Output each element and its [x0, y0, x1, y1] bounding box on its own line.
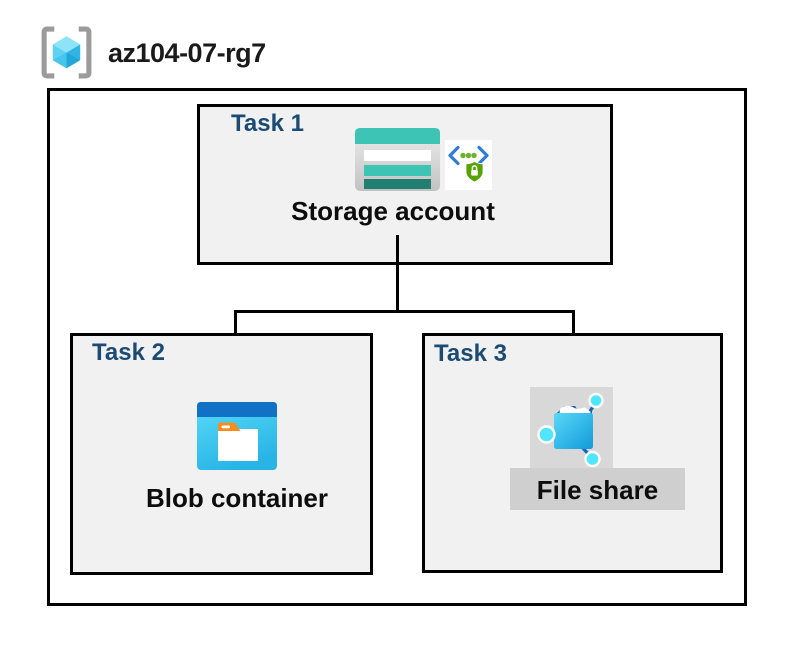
task2-label: Task 2 — [92, 339, 165, 366]
file-share-label-bar — [510, 468, 685, 510]
storage-account-caption: Storage account — [291, 196, 495, 226]
storage-account-icon — [355, 128, 440, 191]
resource-group-title: az104-07-rg7 — [108, 38, 266, 68]
blob-container-caption: Blob container — [145, 483, 328, 513]
file-share-icon — [537, 392, 604, 468]
connector-horizontal — [234, 310, 575, 313]
resource-group-icon — [41, 26, 92, 79]
sas-security-icon — [445, 140, 492, 190]
connector-storage-stem — [396, 235, 399, 313]
file-share-icon-highlight — [530, 387, 613, 468]
blob-container-icon — [197, 402, 277, 470]
task3-label: Task 3 — [434, 340, 507, 367]
file-share-caption: File share — [536, 475, 659, 505]
task1-label: Task 1 — [231, 110, 304, 137]
